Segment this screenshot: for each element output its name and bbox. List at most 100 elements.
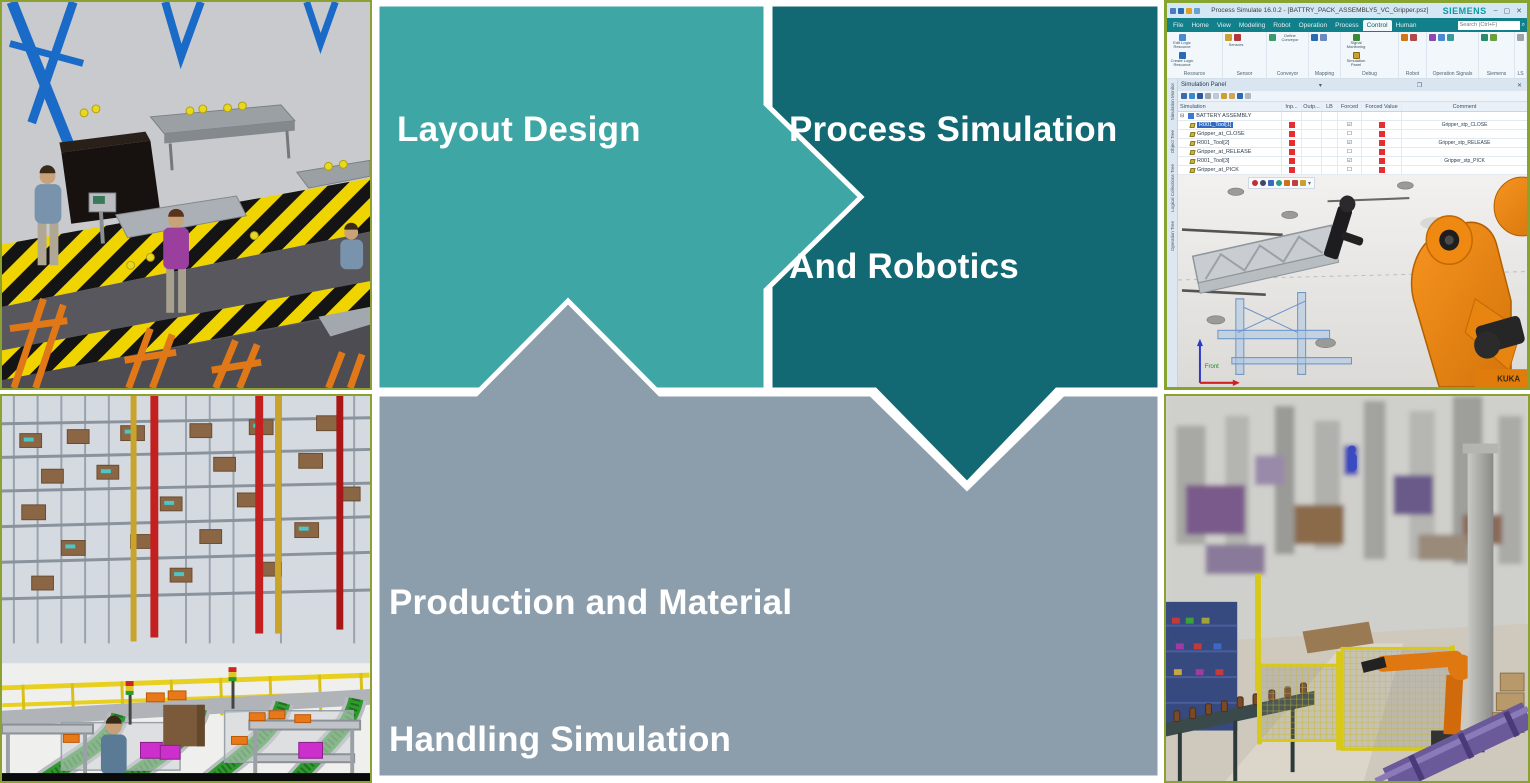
ls-icon[interactable] [1517,34,1524,41]
process-simulation-line2: And Robotics [789,246,1019,286]
signal-monitoring-button[interactable]: Signal Monitoring [1343,34,1369,50]
kuka-brand-text: KUKA [1497,375,1520,384]
chevron-process-simulation [767,1,1163,488]
group-row[interactable]: ⊟BATTERY ASSEMBLY [1178,112,1527,121]
pan-icon[interactable] [1268,180,1274,186]
loop-icon[interactable] [1205,93,1211,99]
redo-icon[interactable] [1194,7,1200,14]
siemens-group-icon2[interactable] [1490,34,1497,41]
robot-icon2[interactable] [1410,34,1417,41]
tab-operation[interactable]: Operation [1298,21,1328,29]
input-signal-cell [1288,167,1295,173]
mapping-icon2[interactable] [1320,34,1327,41]
tab-process[interactable]: Process [1335,21,1359,29]
side-tab-simulation-monitor[interactable]: Simulation Monitor [1169,83,1175,121]
process-simulate-window: Process Simulate 16.0.2 - [BATTRY_PACK_A… [1164,0,1530,390]
ribbon: Edit Logic Resource Create Logic Resourc… [1167,32,1527,79]
minimize-button[interactable]: – [1493,7,1498,14]
orbit-icon[interactable] [1276,180,1282,186]
ribbon-group-robot: Robot [1399,32,1427,78]
panel-pin-icon[interactable]: ▾ [1318,82,1322,89]
operation-signals-icon3[interactable] [1447,34,1454,41]
tab-control[interactable]: Control [1362,19,1392,31]
distant-worker [1347,445,1357,472]
operation-signals-icon[interactable] [1429,34,1436,41]
ribbon-group-conveyor: Define Conveyor Conveyor [1267,32,1309,78]
robot-icon[interactable] [1401,34,1408,41]
tab-home[interactable]: Home [1191,21,1209,29]
tab-robot[interactable]: Robot [1273,21,1291,29]
sensors-button[interactable]: Sensors [1228,42,1244,47]
operation-icon [1189,149,1196,155]
siemens-group-icon[interactable] [1481,34,1488,41]
play-icon[interactable] [1189,93,1195,99]
open-icon[interactable] [1229,93,1235,99]
conveyor-icon[interactable] [1269,34,1276,41]
panel-toolbar [1178,91,1527,102]
tab-file[interactable]: File [1173,21,1184,29]
triad-front-label: Front [1205,363,1219,370]
viewport-toolbar: ▾ [1248,177,1316,189]
simulation-panel-header: Simulation Panel ▾ ❐ ✕ [1178,79,1527,91]
panel-float-icon[interactable]: ❐ [1416,82,1423,89]
tab-view[interactable]: View [1216,21,1231,29]
dropdown-caret-icon[interactable]: ▾ [1308,180,1312,187]
simulation-panel-button[interactable]: Simulation Panel [1343,51,1369,68]
undo-icon[interactable] [1186,7,1192,14]
table-row[interactable]: R001_Tool[1] ☑ Gripper_stp_CLOSE [1178,121,1527,130]
define-conveyor-button[interactable]: Define Conveyor [1281,33,1299,43]
save-icon[interactable] [1178,7,1184,14]
forced-checkbox[interactable]: ☑ [1347,140,1352,146]
tab-modeling[interactable]: Modeling [1238,21,1266,29]
table-row[interactable]: R001_Tool[3] ☑ Gripper_stp_PICK [1178,157,1527,166]
ribbon-group-debug: Signal Monitoring Simulation Panel Debug [1341,32,1399,78]
process-simulation-line1: Process Simulation [789,110,1118,149]
table-row[interactable]: R001_Tool[2] ☑ Gripper_stp_RELEASE [1178,139,1527,148]
sensor-icon[interactable] [1225,34,1232,41]
operation-icon [1189,122,1196,128]
save-panel-icon[interactable] [1237,93,1243,99]
plant-scene [1166,396,1528,781]
table-row[interactable]: Gripper_at_RELEASE ☐ [1178,148,1527,157]
zoom-out-icon[interactable] [1252,180,1258,186]
zoom-icon[interactable] [1260,180,1266,186]
worker-center [163,208,189,313]
measure-icon[interactable] [1300,180,1306,186]
sensor-icon2[interactable] [1234,34,1241,41]
stop-icon[interactable] [1213,93,1219,99]
forced-checkbox[interactable]: ☐ [1347,167,1352,173]
side-tab-operation-tree[interactable]: Operation Tree [1169,221,1175,252]
forced-checkbox[interactable]: ☐ [1347,149,1352,155]
forced-value-cell [1378,131,1385,137]
close-button[interactable]: ✕ [1516,7,1522,15]
search-input[interactable] [1457,20,1520,30]
assembly-line-simulation-image [0,0,372,390]
viewport-3d[interactable]: ▾ [1178,175,1527,387]
shaded-cube-icon[interactable] [1284,180,1290,186]
collapse-icon[interactable]: ⊟ [1180,113,1185,119]
search-icon[interactable]: ⌕ [1521,21,1525,28]
warehouse-simulation-image [0,394,372,783]
operation-signals-icon2[interactable] [1438,34,1445,41]
export-icon[interactable] [1245,93,1251,99]
forced-checkbox[interactable]: ☑ [1347,158,1352,164]
table-row[interactable]: Gripper_at_PICK ☐ [1178,166,1527,175]
side-tab-logical-collections-tree[interactable]: Logical Collections Tree [1169,163,1175,212]
maximize-button[interactable]: ▢ [1503,7,1511,15]
mapping-icon[interactable] [1311,34,1318,41]
play-back-icon[interactable] [1197,93,1203,99]
edit-logic-resource-button[interactable]: Edit Logic Resource [1169,34,1195,50]
render-mode-icon[interactable] [1292,180,1298,186]
forced-checkbox[interactable]: ☐ [1347,131,1352,137]
side-tab-object-tree[interactable]: Object Tree [1169,130,1175,154]
create-logic-resource-button[interactable]: Create Logic Resource [1169,51,1195,68]
panel-close-icon[interactable]: ✕ [1516,82,1522,89]
forced-checkbox[interactable]: ☑ [1347,122,1352,128]
table-row[interactable]: Gripper_at_CLOSE ☐ [1178,130,1527,139]
signals-icon[interactable] [1221,93,1227,99]
tab-human[interactable]: Human [1395,21,1417,29]
signal-table-header: Simulation Inp... Outp... LB Forced Forc… [1178,102,1527,112]
forced-value-cell [1378,149,1385,155]
play-forward-icon[interactable] [1181,93,1187,99]
